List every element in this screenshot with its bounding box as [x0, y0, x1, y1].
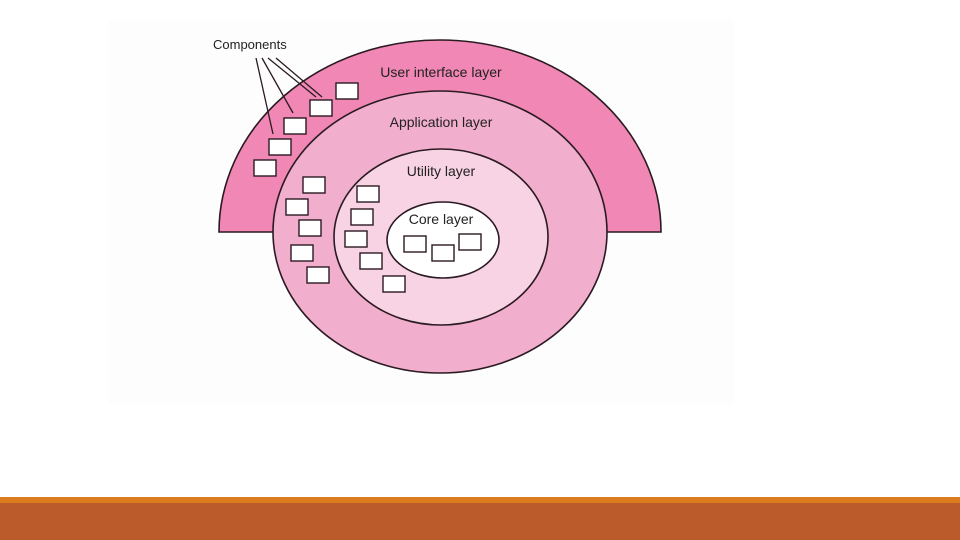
component-box — [285, 198, 309, 216]
footer-bar — [0, 503, 960, 540]
component-box — [431, 244, 455, 262]
core-layer-ellipse — [386, 201, 500, 279]
component-box — [403, 235, 427, 253]
component-box — [335, 82, 359, 100]
component-box — [268, 138, 292, 156]
component-box — [283, 117, 307, 135]
component-box — [458, 233, 482, 251]
footer-accent-stripe — [0, 497, 960, 503]
component-box — [302, 176, 326, 194]
component-box — [350, 208, 374, 226]
component-box — [298, 219, 322, 237]
application-layer-label: Application layer — [389, 114, 493, 130]
component-box — [359, 252, 383, 270]
component-pointer-lines — [255, 57, 323, 135]
component-box — [309, 99, 333, 117]
component-box — [253, 159, 277, 177]
user-interface-layer-label: User interface layer — [380, 64, 502, 80]
components-label: Components — [213, 37, 287, 52]
utility-layer-label: Utility layer — [406, 163, 476, 179]
component-box — [306, 266, 330, 284]
component-box — [382, 275, 406, 293]
core-layer-label: Core layer — [408, 211, 474, 227]
component-box — [344, 230, 368, 248]
component-boxes — [253, 82, 482, 293]
component-box — [356, 185, 380, 203]
component-box — [290, 244, 314, 262]
